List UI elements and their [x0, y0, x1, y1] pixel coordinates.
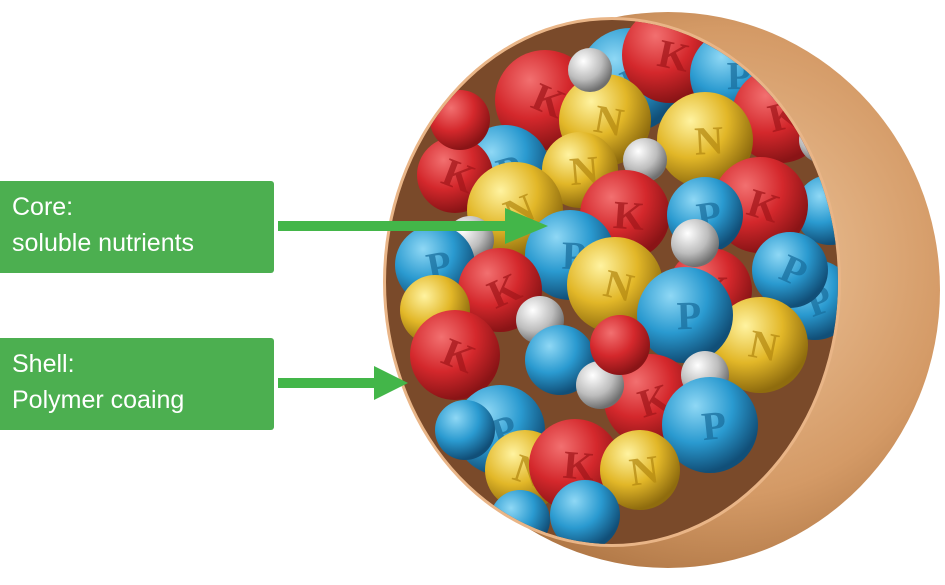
shell-label-box: Shell: Polymer coaing: [0, 338, 274, 430]
nutrient-sphere-P: [490, 490, 550, 544]
nutrient-sphere-P: [662, 377, 758, 473]
nutrient-letter: P: [700, 402, 729, 449]
nutrient-sphere-K: [430, 90, 490, 150]
nutrient-letter: N: [627, 446, 662, 495]
nutrient-letter: K: [612, 192, 646, 239]
nutrient-letter: P: [676, 293, 702, 339]
core-label-box: Core: soluble nutrients: [0, 181, 274, 273]
nutrient-sphere-N: [657, 92, 753, 188]
filler-sphere: [671, 219, 719, 267]
nutrient-letter: N: [693, 117, 724, 163]
nutrient-sphere-P: [637, 267, 733, 363]
nutrient-sphere-K: [590, 315, 650, 375]
shell-arrow: [278, 366, 408, 400]
filler-sphere: [568, 48, 612, 92]
nutrient-sphere-P: [435, 400, 495, 460]
core-arrow: [278, 208, 548, 244]
nutrient-sphere-N: [600, 430, 680, 510]
nutrient-sphere-P: [550, 480, 620, 544]
core-title: Core:: [12, 193, 74, 221]
nutrient-sphere-N: [712, 297, 808, 393]
shell-subtitle: Polymer coaing: [12, 386, 185, 414]
shell-title: Shell:: [12, 350, 75, 378]
nutrient-sphere-P: [752, 232, 828, 308]
core-subtitle: soluble nutrients: [12, 229, 195, 257]
nutrient-core: PKPKKNNPKNPKKPNPPKNKPNPKKPPNKN: [395, 20, 838, 544]
nutrient-sphere-K: [410, 310, 500, 400]
